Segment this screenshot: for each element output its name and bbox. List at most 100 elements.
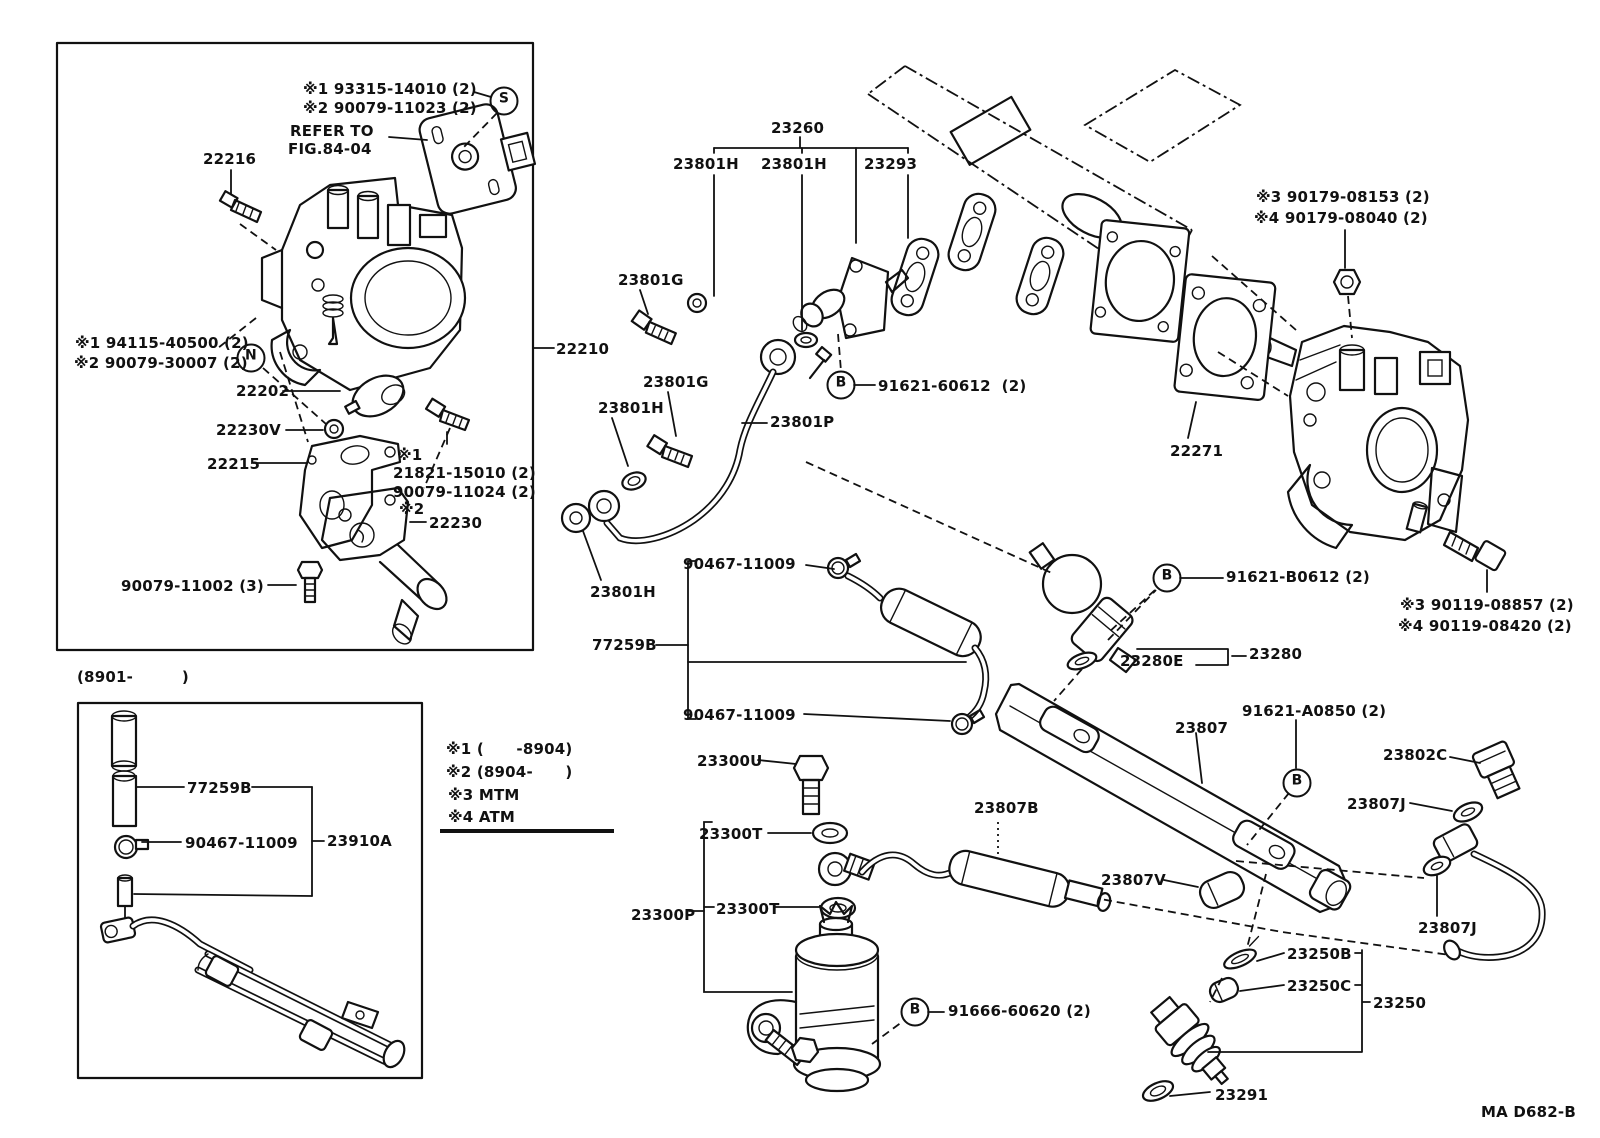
part-23801H-3: 23801H xyxy=(598,399,664,417)
line-art-shape xyxy=(391,623,413,645)
line-art-shape xyxy=(1339,344,1365,356)
line-art-shape xyxy=(889,589,973,656)
line-art-shape xyxy=(217,317,257,349)
line-art-shape xyxy=(386,203,412,247)
line-art-shape xyxy=(1430,861,1444,871)
line-art-shape xyxy=(916,246,930,260)
isc-valve-22230-drawing xyxy=(320,486,448,645)
figure-code: MA D682-B xyxy=(1481,1103,1576,1121)
line-art-shape xyxy=(1454,852,1544,960)
line-art-shape xyxy=(582,530,602,581)
line-art-shape xyxy=(1192,297,1258,378)
line-art-shape xyxy=(349,522,375,548)
line-art-shape xyxy=(229,198,263,224)
line-art-shape xyxy=(235,202,254,218)
legend-4: ※4 ATM xyxy=(448,808,516,826)
line-art-shape xyxy=(1256,952,1285,962)
line-art-shape xyxy=(1422,855,1452,877)
idle-screw-spring-drawing xyxy=(322,294,344,346)
line-art-shape xyxy=(305,240,325,260)
legend-1: ※1 ( -8904) xyxy=(446,740,573,758)
ref-mark-22230: ※2 xyxy=(399,500,425,518)
line-art-shape xyxy=(1169,245,1181,258)
part-23280E: 23280E xyxy=(1120,652,1184,670)
line-art-shape xyxy=(1049,554,1091,567)
line-art-shape xyxy=(904,65,1193,231)
callout-B-B0612: B xyxy=(1152,563,1182,593)
line-art-shape xyxy=(117,874,133,882)
line-art-shape xyxy=(340,445,370,465)
line-art-shape xyxy=(1405,501,1429,534)
line-art-shape xyxy=(1478,750,1506,764)
line-art-shape xyxy=(790,1036,820,1064)
ref-90119-08857: ※3 90119-08857 (2) xyxy=(1400,596,1574,614)
part-23250C: 23250C xyxy=(1287,977,1352,995)
part-22230V: 22230V xyxy=(216,421,281,439)
line-art-shape xyxy=(818,900,854,924)
line-art-shape xyxy=(1039,705,1100,754)
bracket-77259B-lines xyxy=(655,560,967,722)
line-art-shape xyxy=(843,323,857,337)
line-art-shape xyxy=(499,131,537,172)
line-art-shape xyxy=(821,828,839,838)
line-art-shape xyxy=(445,413,463,428)
line-art-shape xyxy=(1412,501,1428,510)
part-23300U: 23300U xyxy=(697,752,763,770)
part-23801G-1: 23801G xyxy=(618,271,684,289)
cap-23807V-drawing xyxy=(1198,871,1246,909)
line-art-shape xyxy=(279,351,309,443)
part-23293: 23293 xyxy=(864,155,918,173)
part-23300T-1: 23300T xyxy=(699,825,763,843)
callout-B-A0850: B xyxy=(1282,768,1312,798)
line-art-shape xyxy=(450,142,480,171)
callout-B-91666: B xyxy=(900,997,930,1027)
legend-3: ※3 MTM xyxy=(448,786,520,804)
refer-to-1: REFER TO xyxy=(290,122,374,140)
line-art-shape xyxy=(950,712,974,736)
line-art-shape xyxy=(1437,493,1451,507)
part-23300P: 23300P xyxy=(631,906,696,924)
gasket-22271-drawing xyxy=(1173,255,1297,439)
line-art-shape xyxy=(1053,668,1083,702)
line-art-shape xyxy=(804,1067,870,1093)
intake-manifold-drawing xyxy=(867,65,1242,343)
line-art-shape xyxy=(1169,1091,1211,1097)
line-art-shape xyxy=(792,754,830,782)
line-art-shape xyxy=(1214,1070,1229,1086)
line-art-shape xyxy=(1198,871,1246,909)
line-art-shape xyxy=(795,953,879,971)
line-art-shape xyxy=(1432,823,1479,863)
line-art-shape xyxy=(1427,359,1443,377)
bracket-23300-lines xyxy=(688,759,945,1045)
tps-leaders xyxy=(388,91,498,151)
line-art-shape xyxy=(423,427,451,489)
legend-underline xyxy=(440,829,614,833)
line-art-shape xyxy=(800,302,824,328)
line-art-shape xyxy=(134,838,150,851)
line-art-shape xyxy=(627,476,641,486)
line-art-shape xyxy=(378,543,442,604)
line-art-shape xyxy=(133,893,313,897)
part-91621-A0850: 91621-A0850 (2) xyxy=(1242,702,1387,720)
valve-23260-drawing xyxy=(792,256,910,380)
part-23807J-1: 23807J xyxy=(1347,795,1406,813)
line-art-shape xyxy=(1136,648,1247,666)
line-art-shape xyxy=(1173,273,1277,401)
part-23280: 23280 xyxy=(1249,645,1303,663)
line-art-shape xyxy=(356,194,380,240)
line-art-shape xyxy=(1039,887,1451,956)
part-23802C: 23802C xyxy=(1383,746,1448,764)
line-art-shape xyxy=(239,223,277,251)
part-23260: 23260 xyxy=(771,119,825,137)
line-art-shape xyxy=(307,455,317,465)
line-art-shape xyxy=(605,370,775,543)
fuel-rail-leaders xyxy=(1039,719,1451,956)
line-art-shape xyxy=(1094,306,1107,318)
line-art-shape xyxy=(948,849,1071,908)
part-90467-11009-box: 90467-11009 xyxy=(185,834,298,852)
right-side-leaders xyxy=(1107,577,1224,634)
line-art-shape xyxy=(949,95,1032,166)
line-art-shape xyxy=(968,708,986,725)
line-art-shape xyxy=(811,821,849,845)
part-23250: 23250 xyxy=(1373,994,1427,1012)
